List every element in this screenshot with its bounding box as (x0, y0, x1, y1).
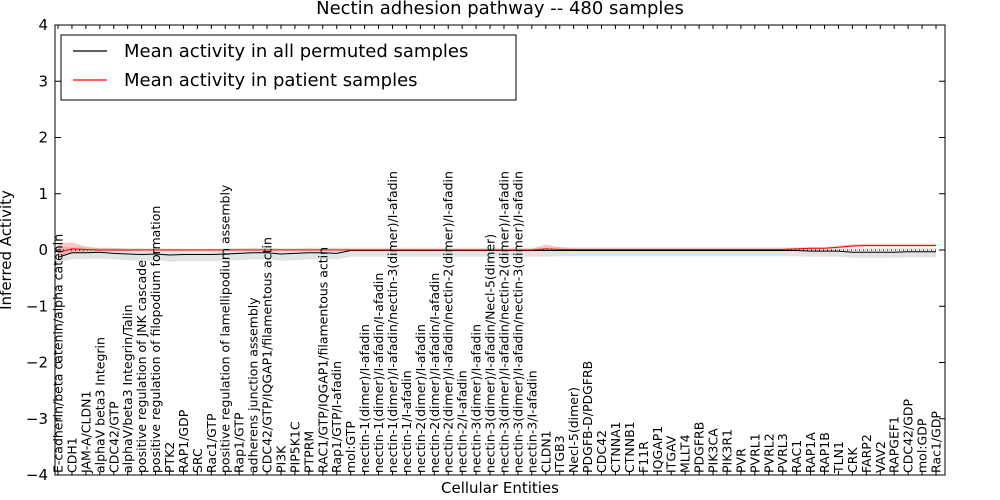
x-category-label: nectin-3(dimer)/I-afadin (469, 324, 484, 473)
x-category-label: PIK3CA (706, 428, 721, 473)
confidence-band-series-1 (58, 242, 936, 257)
x-category-label: Rac1/GTP (204, 413, 219, 473)
x-category-label: alphaV/beta3 Integrin/Talin (120, 305, 135, 474)
x-category-label: nectin-1(dimer)/I-afadin (357, 324, 372, 473)
x-category-label: CDH1 (64, 437, 79, 473)
y-tick-label: 3 (38, 72, 48, 90)
x-category-label: RAPGEF1 (887, 416, 902, 473)
x-category-label: IQGAP1 (650, 426, 665, 473)
x-category-label: F11R (636, 441, 651, 473)
y-tick-label: 0 (38, 241, 48, 259)
x-category-label: CDC42/GTP/IQGAP1/filamentous actin (260, 237, 275, 473)
x-category-label: mol:GTP (343, 421, 358, 473)
x-category-label: PIP5K1C (287, 421, 302, 473)
x-category-label: Rap1/GTP/I-afadin (329, 361, 344, 473)
x-category-label: CTNNB1 (622, 421, 637, 473)
x-category-label: nectin-2/I-afadin (455, 370, 470, 473)
x-category-label: nectin-1/I-afadin (399, 370, 414, 473)
x-category-label: PVRL1 (747, 433, 762, 473)
x-category-label: CDC42/GDP (901, 398, 916, 473)
x-category-label: TLN1 (831, 441, 846, 474)
x-category-label: PI3K (273, 445, 288, 473)
x-category-label: PTK2 (162, 442, 177, 473)
x-category-label: ITGB3 (552, 435, 567, 473)
legend-label-0: Mean activity in all permuted samples (124, 41, 468, 62)
x-category-label: mol:GDP (915, 418, 930, 473)
x-category-label: positive regulation of JNK cascade (134, 260, 149, 473)
x-category-label: CDC42 (594, 430, 609, 473)
series-line-1 (57, 245, 936, 253)
x-category-label: nectin-3/I-afadin (524, 370, 539, 473)
x-category-label: nectin-1(dimer)/I-afadin/I-afadin (371, 273, 386, 473)
x-category-label: nectin-2(dimer)/I-afadin/nectin-2(dimer)… (441, 171, 456, 473)
x-category-label: PDGFRB (692, 422, 707, 473)
x-category-label: adherens junction assembly (246, 297, 261, 473)
x-category-label: Necl-5(dimer) (566, 387, 581, 473)
x-category-label: SRC (190, 448, 205, 473)
x-category-label: nectin-3(dimer)/I-afadin/Necl-5(dimer) (483, 234, 498, 473)
x-category-label: RAP1/GDP (176, 409, 191, 473)
x-category-label: alphaV beta3 Integrin (92, 337, 107, 473)
x-axis-category-labels: E-cadherin/beta catenin/alpha cateninCDH… (51, 171, 944, 474)
legend-label-1: Mean activity in patient samples (124, 70, 418, 91)
y-tick-label: −1 (26, 297, 48, 315)
x-category-label: positive regulation of lamellipodium ass… (218, 184, 233, 473)
x-axis-label: Cellular Entities (441, 479, 559, 497)
x-category-label: PVR (733, 448, 748, 473)
x-category-label: ITGAV (664, 435, 679, 473)
x-category-label: Rap1/GTP (232, 412, 247, 473)
y-tick-label: 1 (38, 185, 48, 203)
chart-title: Nectin adhesion pathway -- 480 samples (316, 0, 684, 19)
x-category-label: RAC1 (789, 440, 804, 473)
x-category-label: nectin-1(dimer)/I-afadin/nectin-3(dimer)… (385, 171, 400, 473)
x-category-label: RAP1B (817, 432, 832, 473)
x-category-label: PIK3R1 (719, 429, 734, 473)
y-tick-label: 4 (38, 16, 48, 34)
x-category-label: E-cadherin/beta catenin/alpha catenin (51, 234, 66, 473)
x-category-label: PVRL3 (775, 433, 790, 473)
x-category-label: PTPRM (301, 431, 316, 473)
y-tick-label: −4 (26, 466, 48, 484)
x-category-label: RAC1/GTP/IQGAP1/filamentous actin (315, 247, 330, 473)
x-category-label: RAP1A (803, 432, 818, 473)
y-tick-label: −2 (26, 354, 48, 372)
series-line-0 (57, 250, 936, 258)
y-axis-label: Inferred Activity (0, 190, 15, 310)
x-category-label: MLLT4 (678, 434, 693, 473)
x-category-label: FARP2 (859, 434, 874, 473)
x-category-label: JAM-A/CLDN1 (78, 391, 93, 474)
x-category-label: Rac1/GDP (929, 411, 944, 473)
x-category-label: CLDN1 (538, 430, 553, 473)
x-category-label: nectin-3(dimer)/I-afadin/nectin-3(dimer)… (510, 171, 525, 473)
x-category-label: CDC42/GTP (106, 401, 121, 473)
x-category-label: PVRL2 (761, 433, 776, 473)
legend: Mean activity in all permuted samplesMea… (60, 34, 517, 101)
x-category-label: CRK (845, 447, 860, 473)
x-category-label: positive regulation of filopodium format… (148, 206, 163, 473)
legend-box (60, 34, 517, 101)
x-category-label: nectin-3(dimer)/I-afadin/nectin-2(dimer)… (496, 171, 511, 473)
y-tick-label: −3 (26, 410, 48, 428)
x-category-label: nectin-2(dimer)/I-afadin (413, 324, 428, 473)
x-category-label: CTNNA1 (608, 421, 623, 473)
x-category-label: nectin-2(dimer)/I-afadin/I-afadin (427, 273, 442, 473)
x-category-label: PDGFB-D/PDGFRB (580, 361, 595, 473)
y-axis-ticks: −4 −3 −2 −1 0 1 2 3 4 (26, 16, 945, 484)
x-category-label: VAV2 (873, 441, 888, 473)
y-tick-label: 2 (38, 129, 48, 147)
